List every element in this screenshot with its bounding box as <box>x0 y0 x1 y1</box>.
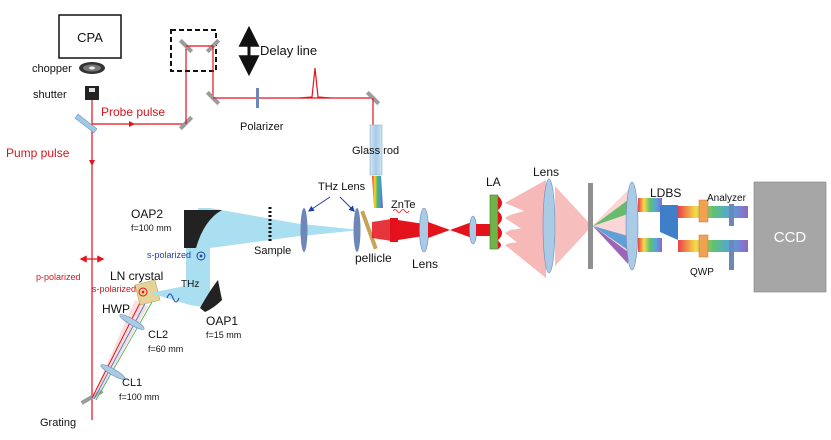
beam-s-polarized-marker <box>196 251 206 261</box>
lens-after-dispersion <box>625 181 639 271</box>
oap1-mirror <box>200 280 222 312</box>
lens-big <box>542 178 556 274</box>
focus-1 <box>428 222 450 238</box>
probe-arrow <box>129 121 135 127</box>
lens-top-label: Lens <box>533 165 559 179</box>
polarizer-optic <box>256 88 259 108</box>
znte-label: ZnTe <box>391 199 415 211</box>
lens-array-bumps <box>498 196 502 249</box>
oap2-mirror <box>184 210 222 248</box>
split-rainbow-beams <box>678 206 748 252</box>
oap1-label: OAP1 <box>206 314 238 328</box>
pump-pulse-label: Pump pulse <box>6 146 70 160</box>
oap1-focal-label: f=15 mm <box>206 330 241 340</box>
thz-wave <box>166 293 180 303</box>
ldbs-prism <box>660 205 678 240</box>
lens-mid-label: Lens <box>412 257 438 271</box>
thz-lens-pointer-2 <box>339 196 355 212</box>
hwp-label: HWP <box>102 302 130 316</box>
cpa-label: CPA <box>77 30 103 45</box>
beam-s-polarized-label: s-polarized <box>147 250 191 260</box>
lens-array <box>489 194 499 250</box>
cl2-label: CL2 <box>148 329 168 341</box>
shutter-label: shutter <box>33 89 67 101</box>
pump-arrow <box>89 160 95 166</box>
sample-label: Sample <box>254 245 291 257</box>
cpa-box <box>58 14 122 59</box>
thz-lens-1 <box>300 208 308 252</box>
qwp-label: QWP <box>690 267 714 278</box>
shutter-icon <box>85 86 99 100</box>
qwp-plate-2 <box>698 234 709 258</box>
ln-crystal-label: LN crystal <box>110 269 163 283</box>
beam-to-la <box>476 224 490 236</box>
analyzer-label: Analyzer <box>707 193 747 204</box>
beam-s-polarized-dot <box>199 254 203 258</box>
chirped-spectrum <box>372 176 383 208</box>
znte-wave <box>392 209 410 213</box>
probe-pulse-label: Probe pulse <box>101 105 165 119</box>
thz-lens-pointer-1 <box>308 196 331 212</box>
spectral-fan <box>593 200 628 264</box>
thz-label: THz <box>181 279 199 290</box>
probe-after-znte <box>398 220 424 240</box>
focus-2 <box>450 222 472 238</box>
oap2-focal-label: f=100 mm <box>131 223 171 233</box>
lens-before-la <box>469 215 477 245</box>
p-polarized-label: p-polarized <box>36 272 81 282</box>
probe-into-znte <box>372 218 398 242</box>
ln-s-polarized-dot <box>141 290 145 294</box>
chopper-icon <box>79 62 105 74</box>
analyzer-plate-2 <box>729 240 734 270</box>
qwp-plate-1 <box>698 199 709 223</box>
pellicle-label: pellicle <box>355 251 392 265</box>
cl1-focal-label: f=100 mm <box>119 392 159 402</box>
ln-s-polarized-label: s-polarized <box>92 284 136 294</box>
polarizer-label: Polarizer <box>240 121 284 133</box>
beam-splitter <box>74 113 98 134</box>
cl1-lens <box>100 364 126 380</box>
beamlets <box>505 180 546 278</box>
oap2-label: OAP2 <box>131 207 163 221</box>
thz-beam <box>150 208 360 308</box>
ln-crystal <box>134 279 161 306</box>
chopper-label: chopper <box>32 63 72 75</box>
delay-line-box <box>170 29 217 72</box>
analyzer-plate-1 <box>729 204 734 226</box>
delay-line-label: Delay line <box>260 43 317 58</box>
rainbow-beams <box>638 198 662 252</box>
ccd-label: CCD <box>774 229 807 246</box>
cl2-focal-label: f=60 mm <box>148 344 183 354</box>
lens-after-znte <box>419 207 429 253</box>
cl1-label: CL1 <box>122 377 142 389</box>
ccd-camera <box>753 181 827 293</box>
cl2-lens <box>119 314 145 330</box>
pellicle <box>360 210 378 250</box>
glass-rod <box>369 124 383 176</box>
la-label: LA <box>486 175 501 189</box>
probe-pulse-spike <box>299 67 331 99</box>
dispersive-element <box>588 183 593 269</box>
ldbs-label: LDBS <box>650 186 681 200</box>
grating-label: Grating <box>40 417 76 429</box>
ln-s-polarized-marker <box>138 287 148 297</box>
thz-lens-label: THz Lens <box>318 181 366 193</box>
glass-rod-label: Glass rod <box>352 145 399 157</box>
thz-lens-2 <box>353 208 361 252</box>
